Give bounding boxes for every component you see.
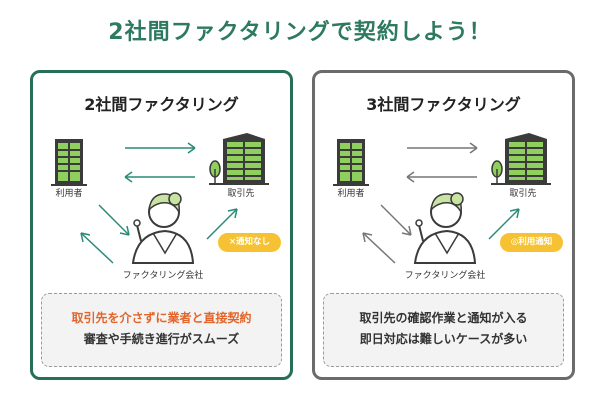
notification-badge: ×通知なし [218,233,281,252]
info-line-1: 取引先の確認作業と通知が入る [359,311,528,325]
panel-title: 3社間ファクタリング [366,95,521,114]
two-party-diagram [51,133,269,264]
office-building-icon [505,133,547,183]
arrow-client-to-user [124,171,195,183]
three-party-diagram [333,133,551,264]
arrow-user-factor-bidirectional [80,204,130,264]
main-title: 2社間ファクタリングで契約しよう！ [108,20,492,45]
info-line-1: 取引先を介さずに業者と直接契約 [71,311,252,325]
arrow-client-to-user [406,171,477,183]
client-label: 取引先 [509,189,537,199]
three-party-panel: 3社間ファクタリング [312,70,575,380]
factor-label: ファクタリング会社 [404,271,486,281]
building-icon [51,139,87,186]
arrow-user-to-client [407,142,478,154]
panel-title: 2社間ファクタリング [84,95,239,114]
office-building-icon [223,133,265,183]
notification-badge: ◎利用通知 [500,233,563,252]
arrow-user-to-client [125,142,196,154]
info-box: 取引先の確認作業と通知が入る 即日対応は難しいケースが多い [323,293,564,367]
arrow-factor-to-client [206,208,238,240]
two-party-panel: 2社間ファクタリング [30,70,293,380]
client-label: 取引先 [227,189,255,199]
info-line-2: 即日対応は難しいケースが多い [359,332,528,346]
person-icon [413,192,477,264]
info-box: 取引先を介さずに業者と直接契約 審査や手続き進行がスムーズ [41,293,282,367]
factor-label: ファクタリング会社 [122,271,204,281]
person-icon [131,192,195,264]
arrow-user-factor-bidirectional [362,204,412,264]
user-label: 利用者 [337,189,365,199]
user-label: 利用者 [55,189,83,199]
tree-icon [209,160,269,185]
tree-icon [491,160,551,185]
building-icon [333,139,369,186]
arrow-factor-to-client [488,208,520,240]
info-line-2: 審査や手続き進行がスムーズ [83,332,240,346]
